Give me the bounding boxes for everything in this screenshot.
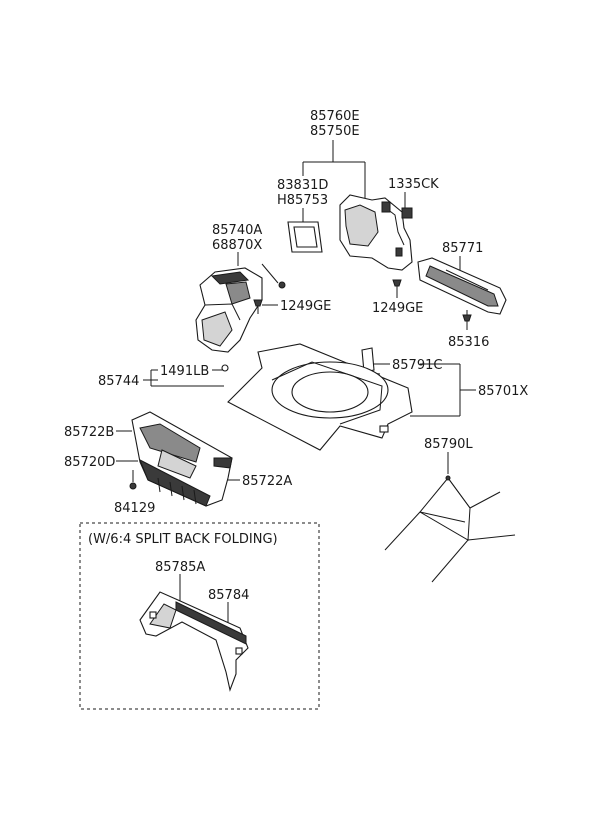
label-85701X: 85701X — [478, 384, 528, 399]
label-85785A: 85785A — [155, 560, 205, 575]
label-85750E: 85750E — [310, 124, 360, 139]
label-85722A: 85722A — [242, 474, 292, 489]
split-back-trim-part — [139, 591, 249, 692]
label-85791C: 85791C — [392, 358, 442, 373]
part-labels: 85760E 85750E 83831D H85753 1335CK 85740… — [64, 109, 528, 603]
label-68870X: 68870X — [212, 238, 262, 253]
label-85720D: 85720D — [64, 455, 115, 470]
rear-panel-part — [129, 411, 233, 507]
label-1249GE-right: 1249GE — [372, 301, 423, 316]
luggage-net-part — [384, 475, 516, 583]
screw-parts — [253, 279, 472, 322]
label-85316: 85316 — [448, 335, 489, 350]
label-H85753: H85753 — [277, 193, 328, 208]
leader-lines — [116, 140, 476, 624]
label-1335CK: 1335CK — [388, 177, 439, 192]
label-83831D: 83831D — [277, 178, 328, 193]
label-1491LB: 1491LB — [160, 364, 209, 379]
label-1249GE-left: 1249GE — [280, 299, 331, 314]
label-84129: 84129 — [114, 501, 155, 516]
trunk-trim-panel-part — [417, 257, 507, 315]
label-85740A: 85740A — [212, 223, 262, 238]
label-85760E: 85760E — [310, 109, 360, 124]
label-85722B: 85722B — [64, 425, 114, 440]
label-85771: 85771 — [442, 241, 483, 256]
label-85744: 85744 — [98, 374, 139, 389]
rear-side-trim-part — [339, 194, 413, 271]
label-85784: 85784 — [208, 588, 249, 603]
label-85790L: 85790L — [424, 437, 473, 452]
option-box-title: (W/6:4 SPLIT BACK FOLDING) — [88, 532, 278, 547]
trunk-floor-mat-part — [227, 343, 413, 451]
clip-part — [401, 207, 413, 219]
side-trim-left-part — [195, 267, 286, 372]
grommet-part — [287, 221, 323, 253]
option-box: (W/6:4 SPLIT BACK FOLDING) — [79, 522, 320, 710]
